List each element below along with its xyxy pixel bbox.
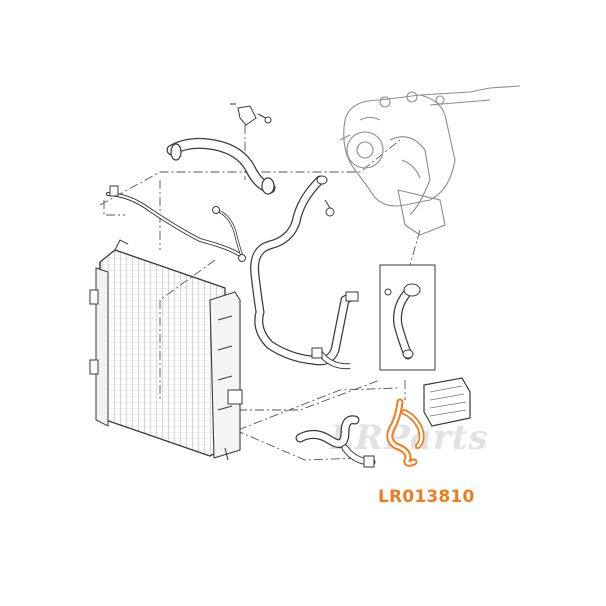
upper-coolant-hose <box>166 103 276 195</box>
bleed-pipe <box>106 185 246 262</box>
part-number-label: LR013810 <box>378 487 475 507</box>
radiator <box>89 239 243 461</box>
inset-detail-box <box>379 264 436 371</box>
oil-cooler <box>423 377 471 427</box>
engine-turbo-assembly <box>339 85 521 236</box>
highlighted-coolant-hose <box>386 398 425 467</box>
coolant-pipe-assembly <box>250 175 359 370</box>
lower-coolant-hose <box>295 415 376 468</box>
